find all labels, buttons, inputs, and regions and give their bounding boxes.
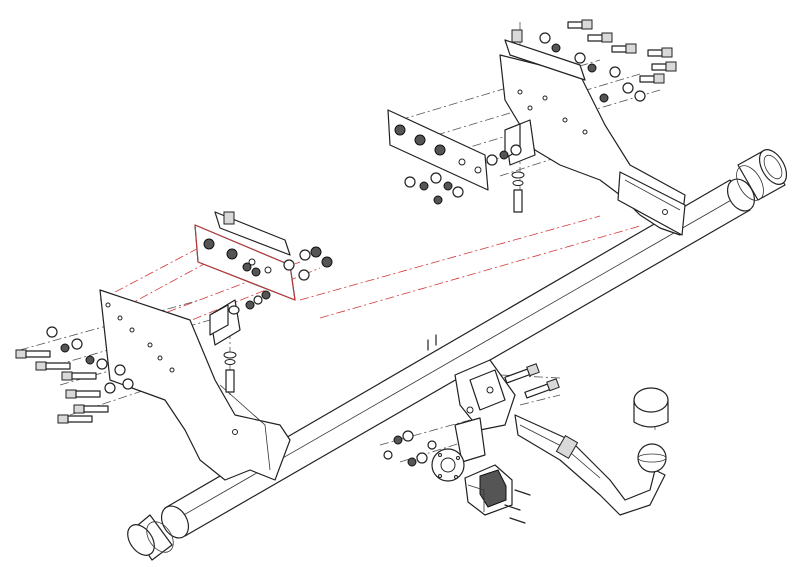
tube-end-cap-right: [736, 149, 788, 201]
tube-end-cap-left: [127, 514, 174, 561]
left-clamp-plate: [194, 211, 296, 301]
crossbar-small-bolts: [427, 334, 437, 351]
socket-mount-plate: [431, 417, 486, 482]
left-side-bracket: [99, 289, 291, 481]
left-bolts: [15, 326, 134, 424]
socket-nuts-washers: [383, 430, 437, 467]
right-top-clamp: [504, 29, 586, 81]
right-bolts: [567, 19, 677, 84]
right-nuts-washers: [404, 32, 646, 205]
tow-ball-neck: [514, 414, 667, 516]
main-crossbar-tube: [160, 178, 756, 539]
right-side-bracket: [499, 54, 686, 236]
socket-screws: [504, 489, 531, 524]
tow-ball-bolts: [504, 363, 560, 399]
left-l-bracket: [209, 299, 241, 393]
right-l-bracket: [504, 119, 536, 213]
tow-ball-mount: [454, 359, 516, 431]
tow-ball-cover: [633, 387, 669, 428]
right-clamp-plate: [387, 109, 489, 191]
left-nuts-washers: [228, 246, 333, 315]
electrical-socket: [464, 464, 531, 524]
